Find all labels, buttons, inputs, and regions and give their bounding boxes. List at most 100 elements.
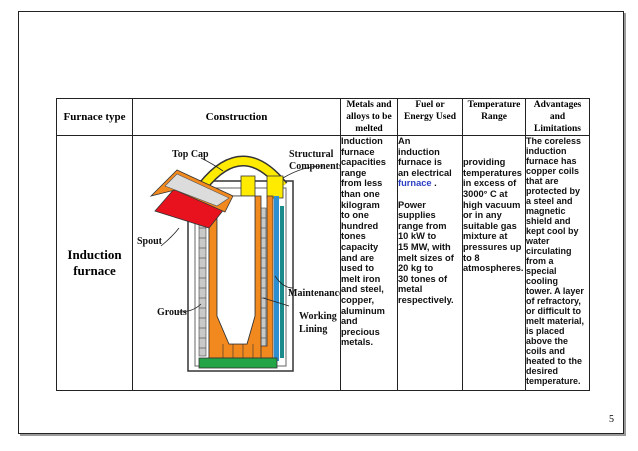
label-working-line1: Working <box>299 311 337 322</box>
text-line: Limitations <box>534 124 581 134</box>
label-structural-line2: Components <box>289 161 340 172</box>
text-line: range from <box>398 220 447 231</box>
text-line: is placed <box>526 326 565 336</box>
text-line: induction <box>526 146 567 156</box>
text-line: capacities <box>341 157 386 168</box>
header-fuel: Fuel or Energy Used <box>397 98 463 136</box>
text-line: atmospheres. <box>463 263 524 274</box>
text-line: coils and <box>526 346 566 356</box>
text-line: special <box>526 266 557 276</box>
text-line <box>463 136 525 147</box>
text-line: mixture at <box>463 231 508 242</box>
text-line: metals. <box>341 337 374 348</box>
text-line: furnace is <box>398 157 442 168</box>
coil-left <box>198 207 207 357</box>
text-line <box>398 189 462 200</box>
bottom-bricks <box>222 344 254 358</box>
text-line: and <box>341 316 358 327</box>
text-line: cooling <box>526 276 558 286</box>
text-line: furnace <box>73 263 116 278</box>
text-line: providing <box>463 157 506 168</box>
fuel-link-line: furnace . <box>398 178 462 189</box>
crucible-interior <box>216 195 256 345</box>
text-line: to 8 <box>463 252 480 263</box>
text-line: Advantages <box>533 100 582 110</box>
text-line: to one <box>341 210 369 221</box>
text-line: melt material, <box>526 316 585 326</box>
text-line: magnetic <box>526 206 566 216</box>
fuel-link-suffix: . <box>431 178 437 189</box>
furnace-base <box>198 357 278 369</box>
text-line: 3000° C at <box>463 188 508 199</box>
label-grouts: Grouts <box>157 307 187 318</box>
text-line: an electrical <box>398 167 452 178</box>
text-line: water <box>526 236 550 246</box>
text-line: copper coils <box>526 166 580 176</box>
text-line: or in any <box>463 210 502 221</box>
text-line: 30 tones of <box>398 273 448 284</box>
text-line: kilogram <box>341 199 380 210</box>
text-line: from less <box>341 178 383 189</box>
text-line: hundred <box>341 220 379 231</box>
text-line: An <box>398 136 411 146</box>
induction-furnace-diagram: Top Cap Structural Components Spout Main… <box>137 149 344 372</box>
text-line: supplies <box>398 210 436 221</box>
text-line: Metals and <box>346 100 392 110</box>
furnace-link[interactable]: furnace <box>398 178 432 189</box>
text-line: or difficult to <box>526 306 581 316</box>
text-line: high vacuum <box>463 199 521 210</box>
text-line: used to <box>341 263 375 274</box>
text-line: metal <box>398 284 423 295</box>
header-construction: Construction <box>132 98 341 136</box>
label-top-cap: Top Cap <box>172 149 209 160</box>
cell-construction: Top Cap Structural Components Spout Main… <box>132 135 344 391</box>
text-line: that are <box>526 176 559 186</box>
text-line: copper, <box>341 294 375 305</box>
text-line: and steel, <box>341 284 384 295</box>
text-line: furnace <box>341 146 375 157</box>
text-line: range <box>341 167 367 178</box>
structural-block-right <box>266 175 284 199</box>
text-line: from a <box>526 256 554 266</box>
text-line: than one <box>341 188 380 199</box>
text-line: above the <box>526 336 569 346</box>
text-line: tones <box>341 231 366 242</box>
text-line: Induction <box>341 136 383 146</box>
text-line: shield and <box>526 216 571 226</box>
text-line: and <box>549 112 566 122</box>
text-line: Power <box>398 199 426 210</box>
text-line: capacity <box>341 241 379 252</box>
text-line: aluminum <box>341 305 385 316</box>
text-line: desired <box>526 366 559 376</box>
text-line: melt iron <box>341 273 381 284</box>
text-line <box>463 147 525 158</box>
text-line: respectively. <box>398 294 454 305</box>
text-line: Temperature <box>467 100 521 110</box>
text-line: of refractory, <box>526 296 581 306</box>
label-structural-line1: Structural <box>289 149 334 160</box>
text-line: precious <box>341 326 380 337</box>
text-line: Range <box>481 112 507 122</box>
text-line: 10 kW to <box>398 231 437 242</box>
text-line: The coreless <box>526 136 582 146</box>
text-line: Fuel or <box>415 100 445 110</box>
text-line: pressures up <box>463 241 522 252</box>
text-line: furnace has <box>526 156 577 166</box>
text-line: circulating <box>526 246 572 256</box>
leader-lines <box>160 157 324 313</box>
text-line: tower. A layer <box>526 286 584 296</box>
spout-channel <box>164 173 230 207</box>
text-line: Energy Used <box>404 112 456 122</box>
text-line: suitable gas <box>463 220 517 231</box>
text-line: induction <box>398 146 440 157</box>
label-spout: Spout <box>137 236 163 247</box>
text-line: kept cool by <box>526 226 579 236</box>
